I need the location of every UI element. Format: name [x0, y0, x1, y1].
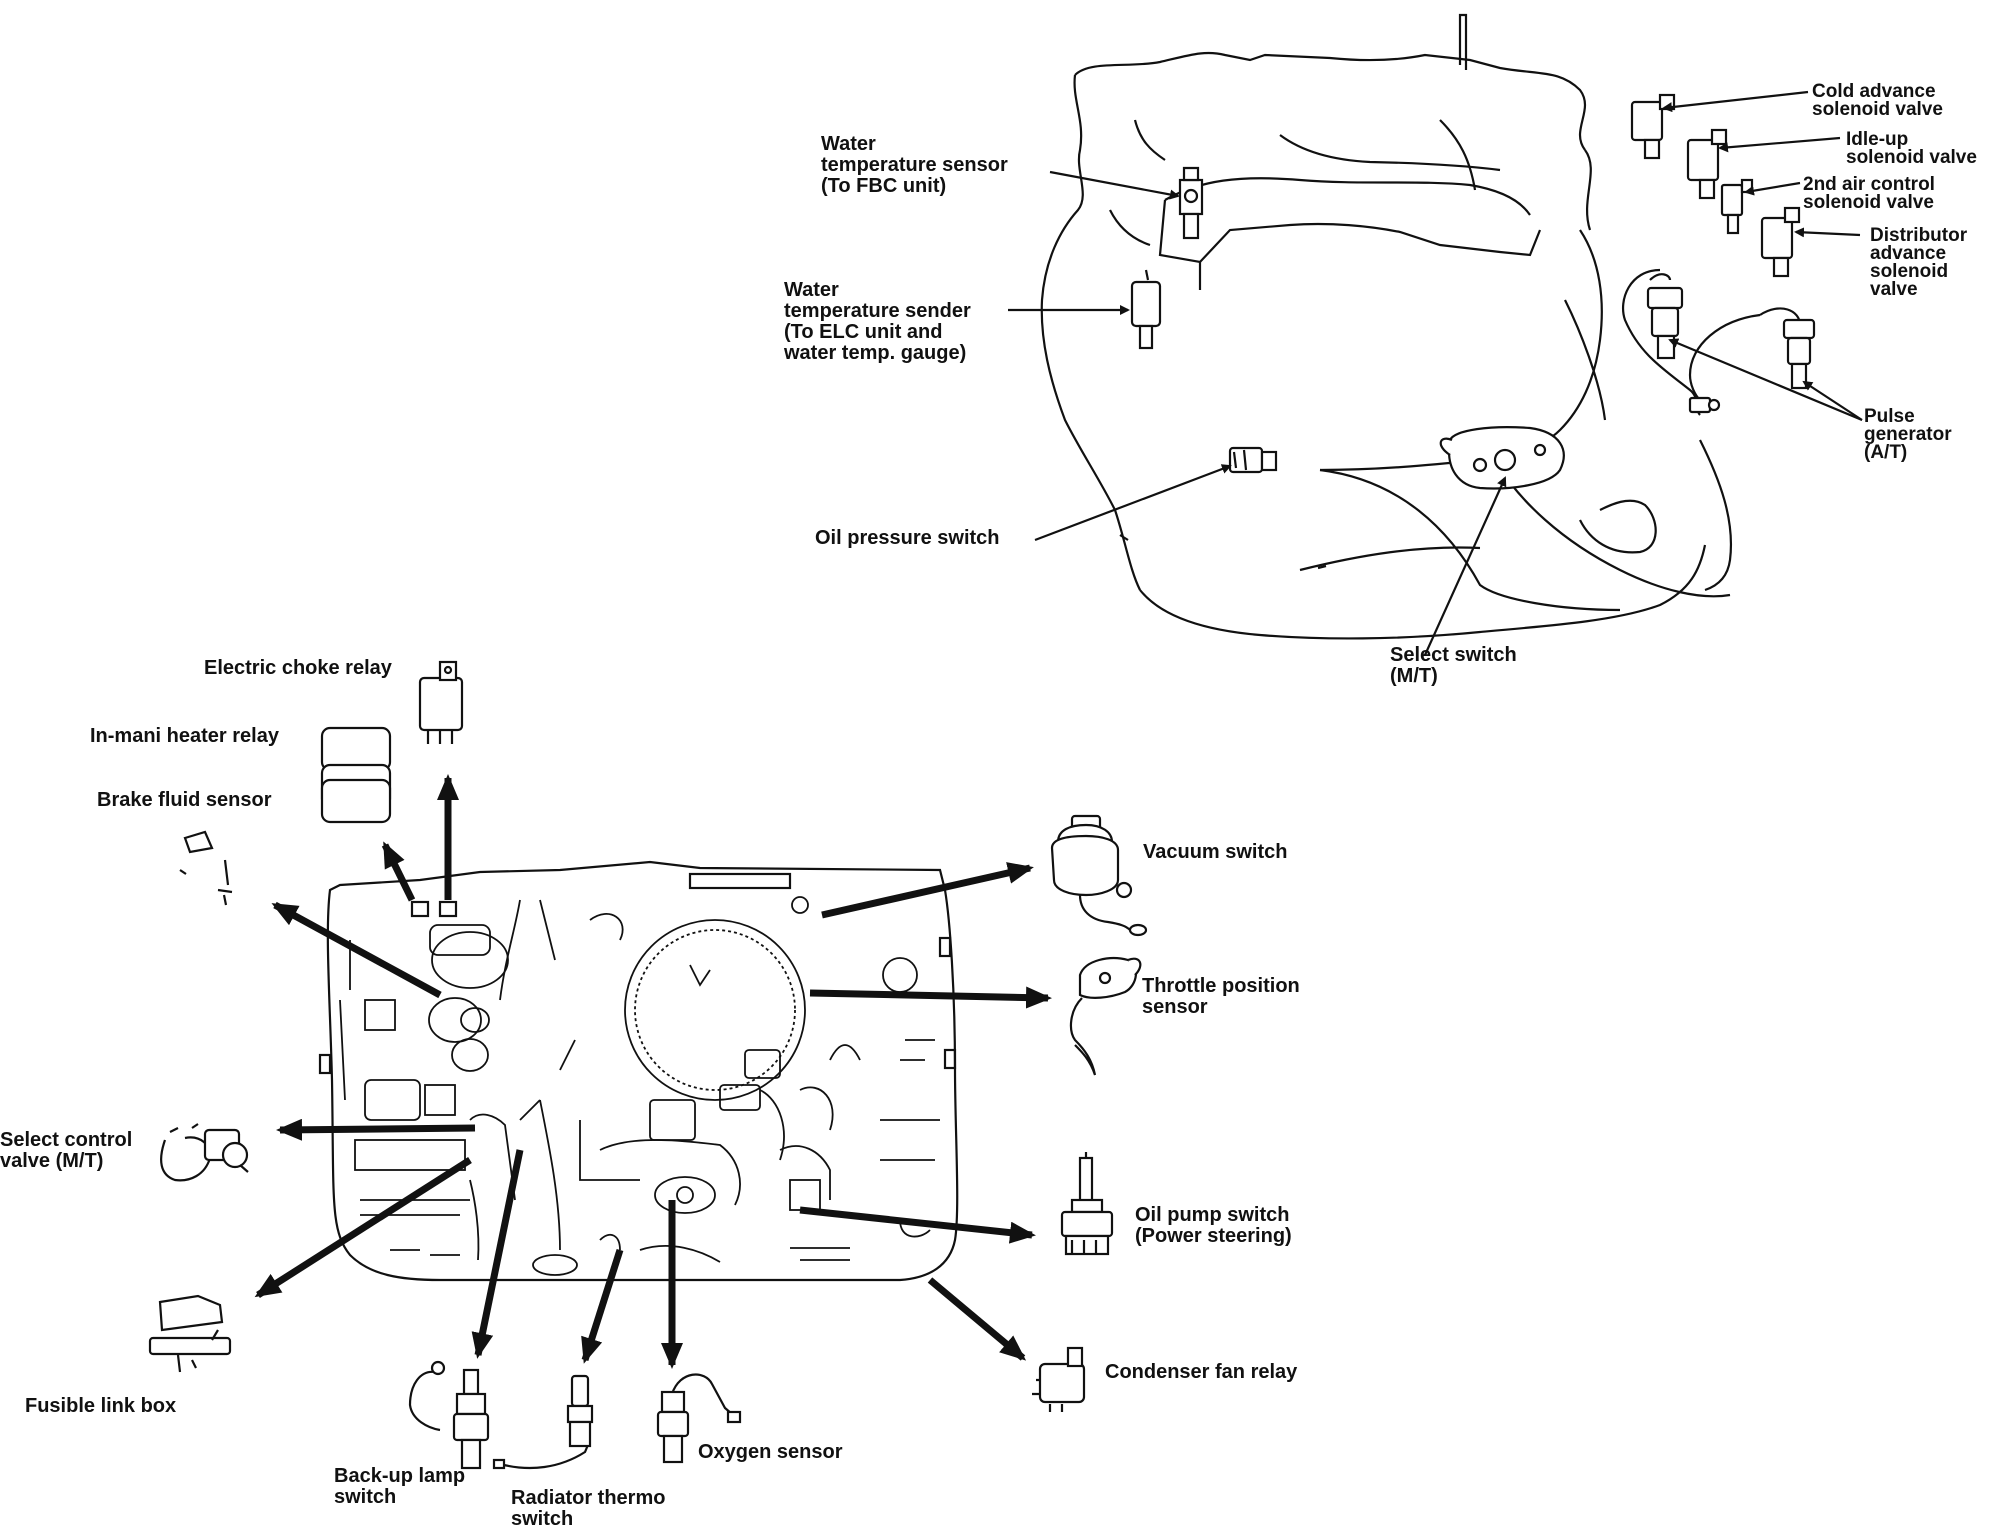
label-cold-advance-solenoid-valve: Cold advance solenoid valve [1812, 81, 1943, 120]
label-oil-pump-switch: Oil pump switch (Power steering) [1135, 1204, 1292, 1247]
label-vacuum-switch: Vacuum switch [1143, 841, 1288, 863]
label-select-switch: Select switch (M/T) [1390, 644, 1517, 687]
in-mani-heater-relay-part [320, 726, 392, 824]
engine-bay-internals [339, 896, 940, 1276]
label-condenser-fan-relay: Condenser fan relay [1105, 1361, 1298, 1383]
engine-bay-outline [318, 860, 959, 1282]
select-control-valve-part [160, 1123, 249, 1182]
label-oil-pressure-switch: Oil pressure switch [815, 527, 1000, 549]
fusible-link-box-part [148, 1294, 232, 1373]
oil-pressure-switch-part [1228, 446, 1278, 474]
vacuum-switch-part [1050, 814, 1148, 937]
water-temperature-sensor-part [1178, 166, 1204, 240]
label-water-temperature-sender: Water temperature sender (To ELC unit an… [784, 279, 971, 364]
label-fusible-link-box: Fusible link box [25, 1395, 177, 1417]
brake-fluid-sensor-part [179, 830, 233, 906]
label-oxygen-sensor: Oxygen sensor [698, 1441, 843, 1463]
upper-leader-lines [1008, 90, 1863, 656]
water-temperature-sender-part [1130, 269, 1162, 350]
lower-pointer-arrows [254, 774, 1052, 1369]
condenser-fan-relay-part [1032, 1346, 1086, 1412]
electric-choke-relay-part [418, 660, 464, 744]
throttle-position-sensor-part [1069, 957, 1142, 1076]
upper-engine-outline [1040, 13, 1733, 640]
radiator-thermo-switch-part [492, 1374, 594, 1470]
label-throttle-position-sensor: Throttle position sensor [1142, 975, 1300, 1018]
label-water-temperature-sensor: Water temperature sensor (To FBC unit) [821, 133, 1008, 197]
label-select-control-valve: Select control valve (M/T) [0, 1129, 133, 1172]
label-radiator-thermo-switch: Radiator thermo switch [511, 1487, 666, 1530]
label-brake-fluid-sensor: Brake fluid sensor [97, 789, 272, 811]
label-pulse-generator: Pulse generator (A/T) [1864, 406, 1952, 463]
label-electric-choke-relay: Electric choke relay [204, 657, 392, 679]
oil-pump-switch-part [1060, 1152, 1114, 1256]
select-switch-part [1439, 426, 1565, 490]
solenoid-valves-parts [1630, 93, 1801, 278]
label-idle-up-solenoid-valve: Idle-up solenoid valve [1846, 129, 1977, 168]
label-in-mani-heater-relay: In-mani heater relay [90, 725, 279, 747]
pulse-generator-parts [1621, 268, 1816, 416]
label-2nd-air-control-solenoid-valve: 2nd air control solenoid valve [1803, 174, 1935, 213]
label-distributor-advance-solenoid-valve: Distributor advance solenoid valve [1870, 225, 1968, 300]
label-back-up-lamp-switch: Back-up lamp switch [334, 1465, 466, 1508]
backup-lamp-switch-part [408, 1360, 490, 1470]
oxygen-sensor-part [656, 1373, 742, 1464]
